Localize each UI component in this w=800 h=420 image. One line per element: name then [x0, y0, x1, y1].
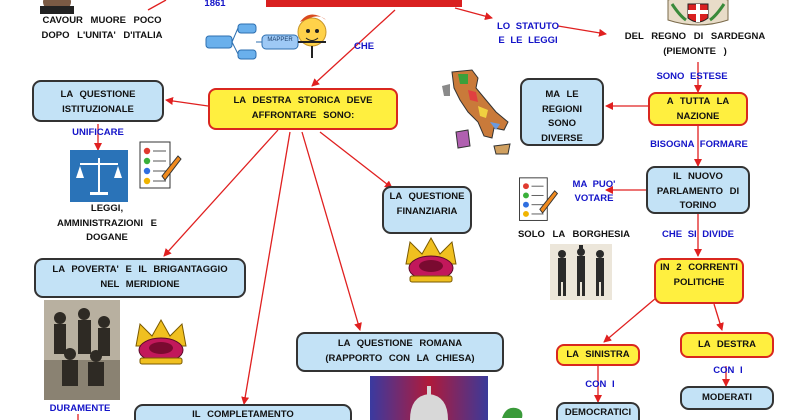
node-questione-istituzionale: LA QUESTIONE ISTITUZIONALE — [32, 80, 164, 122]
link-sono-estese: SONO ESTESE — [656, 71, 728, 82]
checklist-icon — [138, 140, 182, 194]
arrow-destra-to-completamento — [241, 131, 291, 405]
link-statuto: LO STATUTO E LE LEGGI — [496, 21, 560, 47]
year-label: 1861 — [204, 0, 226, 9]
arrow-destra-to-finanziaria — [319, 131, 393, 189]
node-questione-finanziaria: LA QUESTIONE FINANZIARIA — [382, 186, 472, 234]
arrow-correnti-to-destra — [713, 303, 724, 331]
justice-scales-image — [70, 150, 128, 202]
mapper-label: MAPPER — [267, 37, 293, 43]
root-node-fragment — [266, 0, 462, 7]
node-sinistra: LA SINISTRA — [556, 344, 640, 366]
checklist-icon — [516, 176, 560, 226]
node-tutta-la-nazione: A TUTTA LA NAZIONE — [648, 92, 748, 126]
arrow-statuto-to-regno — [557, 25, 607, 37]
node-nuovo-parlamento: IL NUOVO PARLAMENTO DI TORINO — [646, 166, 750, 214]
link-bisogna-formare: BISOGNA FORMARE — [650, 139, 748, 150]
arrow-destra-to-istituzionale — [165, 97, 209, 107]
green-shape-image — [500, 404, 526, 420]
savoy-emblem — [662, 0, 734, 28]
arrow-top-to-statuto — [454, 7, 493, 21]
link-unificare: UNIFICARE — [72, 127, 124, 138]
node-due-correnti: IN 2 CORRENTI POLITICHE — [654, 258, 744, 304]
brigands-photo — [44, 300, 120, 400]
st-peter-image — [370, 376, 488, 420]
borghesia-text: SOLO LA BORGHESIA — [517, 229, 631, 240]
italy-map-image — [438, 66, 522, 162]
node-ma-le-regioni: MA LE REGIONI SONO DIVERSE — [520, 78, 604, 146]
link-che-si-divide: CHE SI DIVIDE — [662, 229, 734, 240]
node-moderati: MODERATI — [680, 386, 774, 410]
node-completamento: IL COMPLETAMENTO — [134, 404, 352, 420]
node-questione-romana: LA QUESTIONE ROMANA (RAPPORTO CON LA CHI… — [296, 332, 504, 372]
crown-hat-icon — [400, 234, 462, 286]
node-destra: LA DESTRA — [680, 332, 774, 358]
node-poverta-brigantaggio: LA POVERTA' E IL BRIGANTAGGIO NEL MERIDI… — [34, 258, 246, 298]
mapper-mascot — [204, 6, 338, 62]
regno-caption: DEL REGNO DI SARDEGNA (PIEMONTE ) — [624, 31, 766, 57]
node-destra-storica: LA DESTRA STORICA DEVE AFFRONTARE SONO: — [208, 88, 398, 130]
arrow-destra-to-romana — [301, 131, 362, 331]
link-con-i-destra: CON I — [713, 365, 743, 376]
link-con-i-sinistra: CON I — [585, 379, 615, 390]
arrow-top-left-pointer — [147, 0, 167, 11]
bourgeoisie-men-image — [550, 244, 612, 300]
link-ma-puo-votare: MA PUO' VOTARE — [572, 179, 616, 205]
cavour-caption: CAVOUR MUORE POCO DOPO L'UNITA' D'ITALIA — [41, 15, 163, 41]
leggi-text: LEGGI, AMMINISTRAZIONI E DOGANE — [57, 203, 157, 244]
cavour-portrait — [36, 0, 78, 14]
node-democratici: DEMOCRATICI — [556, 402, 640, 420]
arrow-correnti-to-sinistra — [603, 297, 657, 343]
link-che: CHE — [353, 41, 375, 52]
link-duramente: DURAMENTE — [49, 403, 111, 414]
crown-hat-icon — [130, 316, 192, 368]
